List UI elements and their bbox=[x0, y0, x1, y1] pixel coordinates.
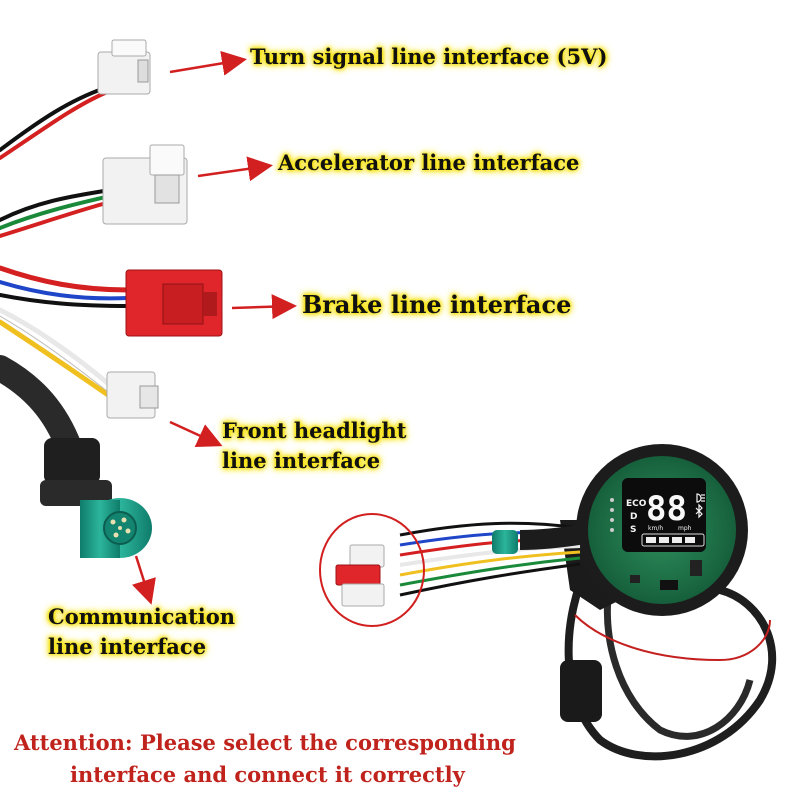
display-teal-connector bbox=[492, 530, 518, 554]
communication-connector bbox=[40, 438, 152, 558]
display-mode-s: S bbox=[630, 525, 636, 535]
headlight-connector bbox=[106, 371, 159, 419]
communication-arrow bbox=[132, 555, 156, 605]
mini-connector-cluster bbox=[335, 544, 385, 607]
accelerator-label: Accelerator line interface bbox=[278, 150, 580, 175]
display-mode-eco: ECO bbox=[626, 499, 647, 509]
headlight-label: Front headlight line interface bbox=[222, 418, 407, 473]
brake-label: Brake line interface bbox=[302, 290, 572, 319]
callout-arrows bbox=[132, 50, 297, 605]
display-unit-mph: mph bbox=[678, 525, 692, 532]
display-mode-d: D bbox=[630, 512, 637, 522]
accelerator-arrow bbox=[197, 156, 273, 182]
turn-signal-connector bbox=[97, 39, 151, 95]
brake-connector bbox=[125, 269, 223, 337]
headlight-arrow bbox=[169, 420, 223, 448]
turn-signal-arrow bbox=[169, 50, 247, 76]
brake-arrow bbox=[231, 294, 297, 320]
display-speed-digits: 88 bbox=[646, 489, 687, 529]
turn-signal-label: Turn signal line interface (5V) bbox=[250, 44, 608, 69]
display-unit bbox=[560, 444, 777, 761]
communication-label: Communication line interface bbox=[48, 604, 236, 659]
headlight-icon bbox=[696, 493, 705, 503]
accelerator-connector bbox=[102, 144, 188, 225]
bluetooth-icon bbox=[695, 503, 703, 519]
display-main-cable bbox=[519, 524, 587, 550]
attention-note: Attention: Please select the correspondi… bbox=[14, 730, 516, 787]
display-unit-kmh: km/h bbox=[648, 525, 663, 532]
highlight-ellipse bbox=[319, 513, 425, 627]
